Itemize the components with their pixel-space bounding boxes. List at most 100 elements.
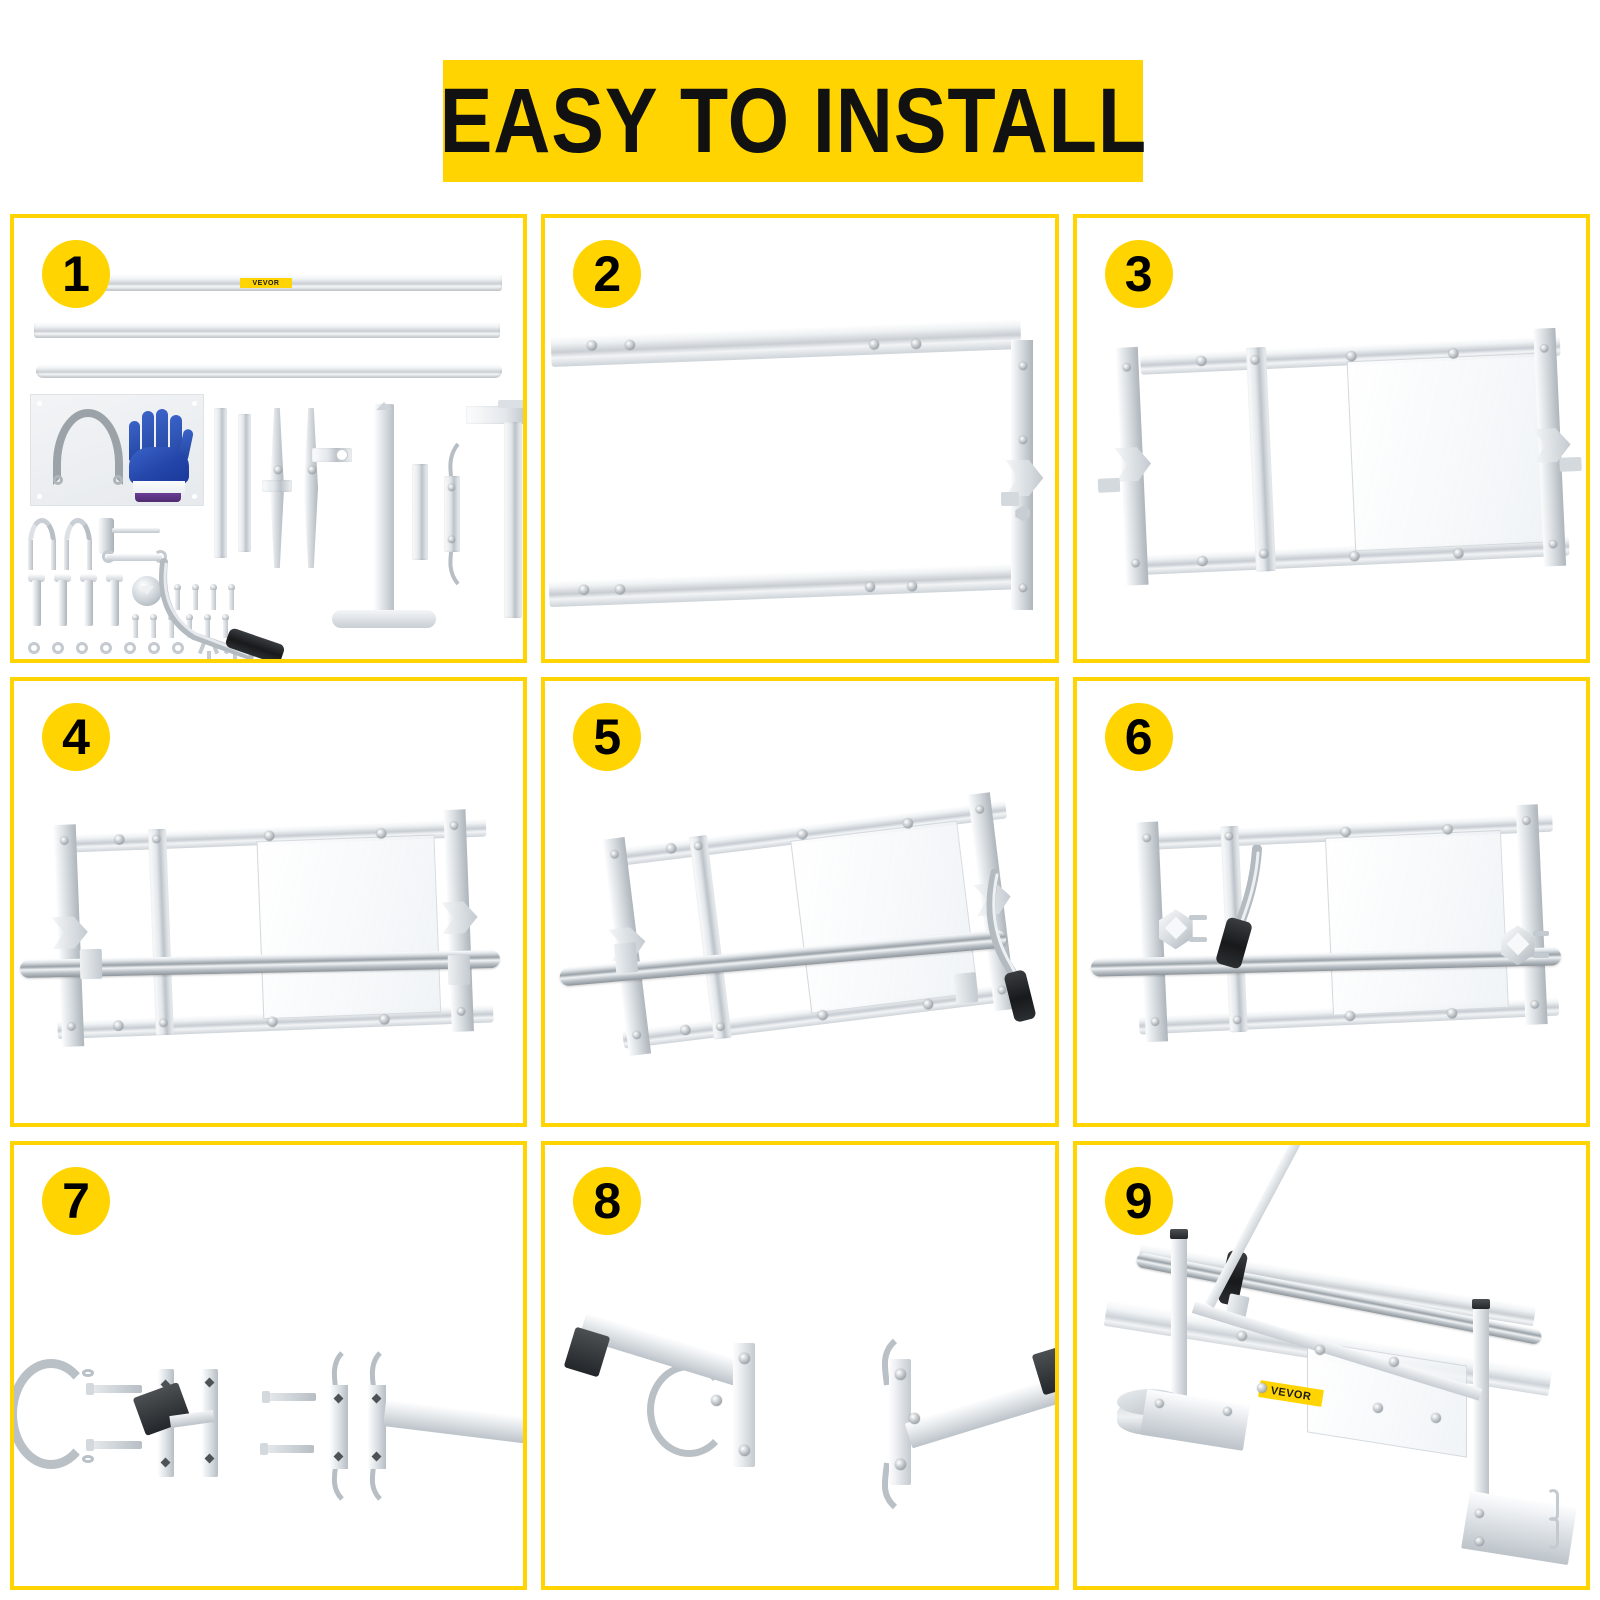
socket-wrench [98, 518, 114, 554]
y-bracket [223, 641, 246, 660]
angle-arm [262, 408, 296, 568]
washer [28, 642, 40, 654]
screw [150, 614, 157, 621]
u-bolt [28, 518, 56, 544]
title-banner: EASY TO INSTALL [439, 60, 1146, 182]
parts-card [30, 394, 204, 506]
c-clamp-strap [14, 1358, 94, 1469]
washer [172, 642, 184, 654]
right-clamp-block [1495, 919, 1549, 977]
side-plate [412, 464, 428, 560]
step-panel-2: 2 [541, 214, 1059, 664]
angle-arm [300, 408, 356, 568]
step-8-illustration [545, 1145, 1055, 1586]
lower-rail [549, 562, 1028, 608]
upper-rail [550, 318, 1022, 368]
channel-bar [238, 414, 251, 552]
washer [52, 642, 64, 654]
long-bolt [28, 574, 45, 582]
right-end-bracket [435, 809, 485, 1033]
right-end-bracket [1507, 804, 1559, 1026]
screw [228, 584, 235, 591]
flat-bar [214, 408, 227, 558]
rail-middle [34, 322, 500, 338]
steps-grid: 1 VEVOR [10, 214, 1590, 1590]
mount-plate [733, 1342, 756, 1467]
washer [100, 642, 112, 654]
step-2-illustration [545, 218, 1054, 659]
left-end-bracket [1097, 346, 1158, 586]
handle-arm [1214, 844, 1285, 975]
screw [186, 614, 193, 621]
step-panel-1: 1 VEVOR [10, 214, 528, 664]
step-panel-9: 9 VEVOR [1072, 1140, 1590, 1590]
step-1-illustration: VEVOR [14, 218, 524, 660]
step-panel-4: 4 [10, 677, 528, 1127]
left-end-bracket [46, 824, 94, 1048]
hook-bracket [324, 1350, 354, 1501]
step-panel-7: 7 [10, 1140, 528, 1590]
curved-handle [154, 558, 286, 660]
step-badge-9: 9 [1104, 1166, 1173, 1235]
post-base [332, 610, 436, 628]
step-badge-3: 3 [1104, 240, 1173, 308]
step-badge-6: 6 [1104, 703, 1173, 772]
acrylic-guide-panel [1324, 830, 1509, 1017]
left-clamp-block [1153, 903, 1207, 961]
hook-plate [438, 440, 464, 588]
u-bolt [64, 518, 92, 544]
screw [192, 584, 199, 591]
curved-handle-with-grip [981, 867, 1051, 1027]
right-post [1472, 1302, 1489, 1543]
step-panel-8: 8 [541, 1140, 1059, 1590]
step-badge-7: 7 [42, 1166, 110, 1235]
mount-plate [202, 1368, 218, 1477]
long-bolt [106, 574, 123, 582]
washer [76, 642, 88, 654]
vertical-post [374, 404, 394, 616]
page-title: EASY TO INSTALL [439, 70, 1147, 172]
hook-bracket [873, 1338, 905, 1509]
step-7-illustration [14, 1145, 524, 1586]
step-panel-5: 5 [541, 677, 1059, 1127]
step-badge-4: 4 [42, 703, 110, 772]
step-badge-5: 5 [573, 703, 642, 772]
open-end-wrench [106, 554, 162, 561]
step-badge-1: 1 [42, 240, 110, 308]
acrylic-guide-panel [256, 834, 442, 1020]
end-bracket [1001, 340, 1047, 610]
washer [124, 642, 136, 654]
screw [132, 614, 139, 621]
screw [174, 584, 181, 591]
center-crossbar [1245, 347, 1276, 572]
step-5-illustration [545, 681, 1054, 1122]
bolt [90, 1384, 142, 1393]
bolt [264, 1444, 314, 1453]
y-bracket [197, 641, 220, 660]
bolt [266, 1392, 316, 1401]
metal-strap [53, 409, 123, 485]
step-badge-2: 2 [573, 240, 642, 308]
bar-clamp [1460, 1490, 1577, 1565]
step-6-illustration [1077, 681, 1586, 1122]
step-badge-8: 8 [573, 1166, 642, 1235]
long-bolt [80, 574, 97, 582]
bolt [90, 1440, 142, 1449]
screw [222, 614, 229, 621]
acrylic-guide-panel [790, 820, 979, 1014]
acrylic-guide-panel [1346, 352, 1545, 552]
center-crossbar [689, 835, 733, 1040]
rail-bottom [36, 364, 502, 378]
center-crossbar [147, 829, 174, 1036]
step-9-illustration: VEVOR [1077, 1144, 1586, 1586]
step-panel-6: 6 [1072, 677, 1590, 1127]
washer [148, 642, 160, 654]
rail-vevor-label: VEVOR [240, 278, 292, 288]
square-tube-arm [382, 1399, 524, 1444]
long-bolt [54, 574, 71, 582]
work-glove [127, 407, 195, 503]
step-panel-3: 3 [1072, 214, 1590, 664]
screw [204, 614, 211, 621]
hook-bracket [362, 1350, 392, 1501]
